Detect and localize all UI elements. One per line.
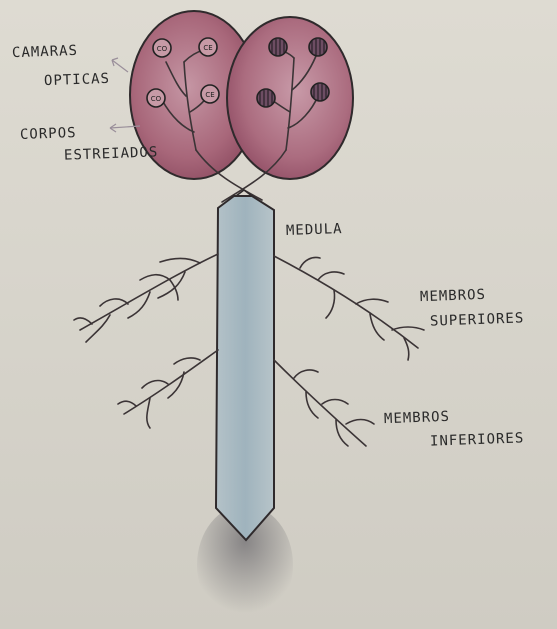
- label-camaras-opticas-line1: CAMARAS: [12, 43, 79, 62]
- nucleus-label: CO: [157, 45, 168, 53]
- left-lower-nerves: [118, 350, 218, 428]
- nucleus-label: CE: [205, 91, 214, 99]
- label-membros-inferiores-line1: MEMBROS: [384, 409, 451, 428]
- hatched-nucleus: [309, 38, 327, 56]
- spinal-cord: [216, 196, 274, 540]
- label-medula: MEDULA: [286, 221, 343, 240]
- label-corpos-estreiados-line2: ESTREIADOS: [64, 144, 159, 164]
- nucleus-label: CO: [151, 95, 162, 103]
- right-hemisphere: [227, 17, 353, 179]
- right-lower-nerves: [274, 360, 374, 446]
- hatched-nucleus: [257, 89, 275, 107]
- label-corpos-estreiados-line1: CORPOS: [20, 125, 77, 144]
- nucleus-label: CE: [203, 44, 212, 52]
- hatched-nucleus: [311, 83, 329, 101]
- label-membros-inferiores-line2: INFERIORES: [430, 430, 525, 450]
- label-camaras-opticas-line2: OPTICAS: [44, 71, 111, 90]
- label-membros-superiores-line2: SUPERIORES: [430, 310, 525, 330]
- left-upper-nerves: [74, 254, 218, 342]
- label-membros-superiores-line1: MEMBROS: [420, 287, 487, 306]
- hatched-nucleus: [269, 38, 287, 56]
- right-upper-nerves: [274, 256, 424, 360]
